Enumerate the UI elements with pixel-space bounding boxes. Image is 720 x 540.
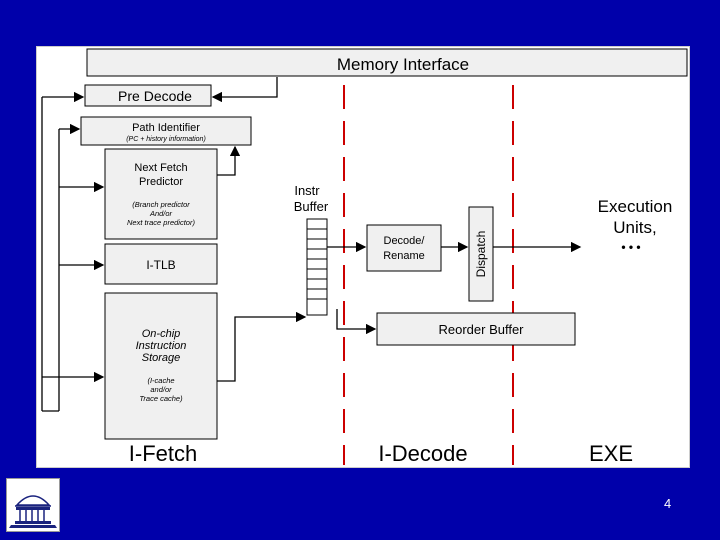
instruction-storage-note-2: and/or: [150, 385, 172, 394]
decode-rename-label-2: Rename: [383, 250, 425, 262]
itlb-box: [104, 243, 218, 285]
next-fetch-predictor-note-3: Next trace predictor): [127, 218, 195, 227]
university-rotunda-logo-icon: [6, 478, 60, 532]
diagram-panel: Memory Interface Pre Decode Path Identif…: [36, 46, 690, 468]
instruction-storage-note-1: (I-cache: [147, 376, 174, 385]
decode-rename-label-1: Decode/: [384, 235, 426, 247]
instruction-storage-label-2: Instruction: [136, 340, 187, 352]
feedback-lines: [41, 77, 582, 412]
instruction-storage-label-3: Storage: [142, 352, 181, 364]
execution-units-ellipsis: • • •: [621, 240, 640, 254]
next-fetch-predictor-label-1: Next Fetch: [134, 162, 187, 174]
instruction-storage-note-3: Trace cache): [139, 394, 183, 403]
path-identifier-label: Path Identifier: [132, 122, 200, 134]
instruction-storage-box: [104, 292, 218, 440]
instr-buffer-queue: [306, 218, 328, 316]
instr-buffer-label-1: Instr: [294, 183, 320, 198]
next-fetch-predictor-note-2: And/or: [149, 209, 173, 218]
path-identifier-box: [80, 116, 252, 146]
dispatch-box: [468, 206, 494, 302]
memory-interface-label: Memory Interface: [337, 55, 469, 74]
next-fetch-predictor-box: [104, 148, 218, 240]
pre-decode-label: Pre Decode: [118, 88, 192, 104]
execution-units-label-1: Execution: [598, 197, 673, 216]
pre-decode-box: [84, 84, 212, 107]
decode-rename-box: [366, 224, 442, 272]
next-fetch-predictor-note-1: (Branch predictor: [132, 200, 190, 209]
path-identifier-note: (PC + history information): [126, 136, 206, 143]
next-fetch-predictor-label-2: Predictor: [139, 176, 183, 188]
instr-buffer-label-2: Buffer: [294, 199, 329, 214]
instruction-storage-label-1: On-chip: [142, 328, 181, 340]
dispatch-label: Dispatch: [474, 231, 488, 278]
reorder-buffer-label: Reorder Buffer: [438, 322, 524, 337]
stage-label-ifetch: I-Fetch: [129, 441, 197, 466]
pipeline-diagram: Memory Interface Pre Decode Path Identif…: [41, 48, 688, 466]
reorder-buffer-box: [376, 312, 576, 346]
stage-label-exe: EXE: [589, 441, 633, 466]
stage-label-idecode: I-Decode: [378, 441, 467, 466]
memory-interface-box: [86, 48, 688, 77]
page-number: 4: [664, 496, 672, 511]
execution-units-label-2: Units,: [613, 218, 656, 237]
itlb-label: I-TLB: [146, 258, 175, 272]
